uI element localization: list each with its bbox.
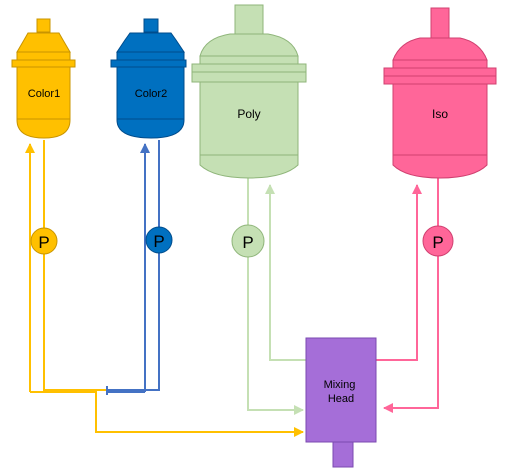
mixing-head-label-line2: Head [328, 393, 354, 405]
pump-iso: P [422, 225, 454, 257]
tank-color1: Color1 [11, 18, 76, 139]
iso-return-pipe [376, 184, 422, 361]
mixing-head-label: Mixing Head [324, 379, 359, 405]
pump-color2-label: P [153, 232, 164, 251]
tank-color1-body [16, 66, 71, 139]
mixing-head-outlet [332, 441, 354, 468]
tank-color1-flange-top [11, 59, 76, 68]
tank-color1-neck [16, 51, 71, 61]
tank-iso-top [392, 37, 488, 61]
tank-color1-label: Color1 [28, 88, 60, 100]
tank-color2-top [116, 32, 185, 53]
tank-iso-label: Iso [432, 107, 448, 121]
tank-iso-neck [392, 59, 488, 69]
tank-poly: Poly [191, 4, 307, 179]
tank-iso: Iso [383, 7, 497, 179]
tank-poly-shoulder [191, 71, 307, 83]
mixing-head-label-line1: Mixing [324, 379, 356, 391]
tank-poly-nozzle [234, 4, 264, 36]
tank-poly-top [199, 33, 299, 57]
poly-supply-pipe [247, 178, 304, 415]
tank-iso-nozzle [430, 7, 450, 39]
pump-iso-label: P [432, 233, 443, 252]
color1-supply-pipe [43, 140, 107, 391]
pump-color2: P [145, 226, 173, 254]
tank-color2-neck [116, 51, 185, 61]
color1-to-mixer-pipe [95, 390, 304, 437]
tank-color2-flange-top [110, 59, 187, 68]
tank-color2-label: Color2 [135, 88, 167, 100]
pump-color1-label: P [38, 233, 49, 252]
pump-poly-label: P [242, 233, 253, 252]
mixing-head-body [305, 337, 377, 443]
color2-supply-pipe [108, 140, 160, 391]
tank-iso-shoulder [383, 75, 497, 85]
tank-color2: Color2 [110, 18, 187, 139]
tank-poly-flange-top [191, 63, 307, 73]
tank-color2-nozzle [143, 18, 159, 33]
poly-return-pipe [265, 184, 306, 361]
mixing-head: Mixing Head [305, 337, 377, 468]
tank-poly-body [199, 81, 299, 179]
iso-supply-pipe [383, 178, 439, 413]
tank-iso-flange-top [383, 67, 497, 77]
tank-color1-top [16, 32, 71, 53]
pump-color1: P [30, 227, 58, 255]
pump-poly: P [231, 224, 265, 258]
tank-iso-body [392, 83, 488, 179]
pipes [25, 140, 439, 437]
tank-poly-label: Poly [237, 107, 260, 121]
tank-poly-neck [199, 55, 299, 65]
tank-color1-nozzle [36, 18, 51, 33]
tank-color2-body [116, 66, 185, 139]
